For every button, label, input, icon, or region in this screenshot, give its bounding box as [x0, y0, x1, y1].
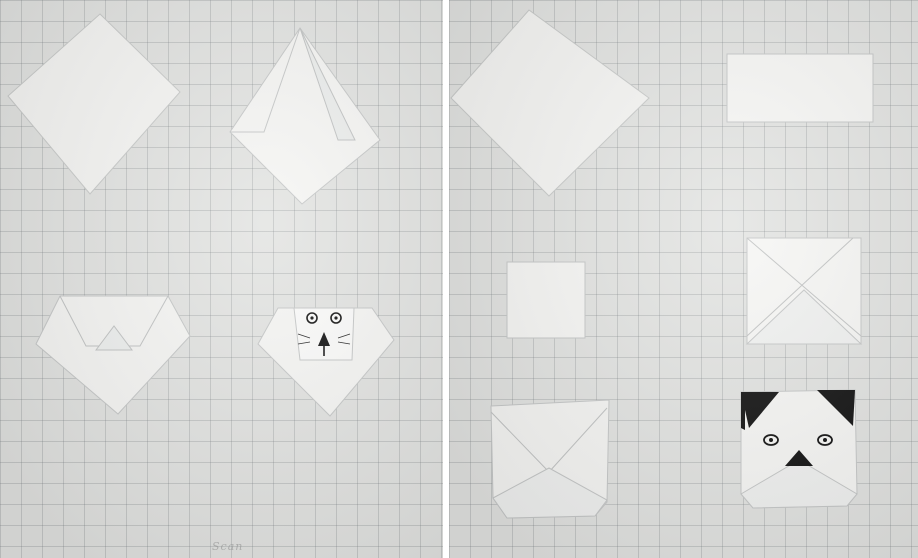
step-4-x-folded-square [747, 238, 861, 344]
step-1-diamond [8, 14, 180, 194]
left-photo: Scan [0, 0, 443, 558]
step-4-cat-face [258, 308, 394, 416]
left-scene [0, 0, 443, 558]
step-2-folded-kite [230, 28, 380, 204]
step-1-diamond [451, 10, 649, 196]
step-5-folded-base [491, 400, 609, 518]
step-3-small-square [507, 262, 585, 338]
step-6-panda-face [741, 390, 857, 508]
step-3-head-shape [36, 296, 190, 414]
watermark-text: Scan [212, 540, 243, 553]
right-scene [449, 0, 918, 558]
step-2-rectangle [727, 54, 873, 122]
right-photo [449, 0, 918, 558]
